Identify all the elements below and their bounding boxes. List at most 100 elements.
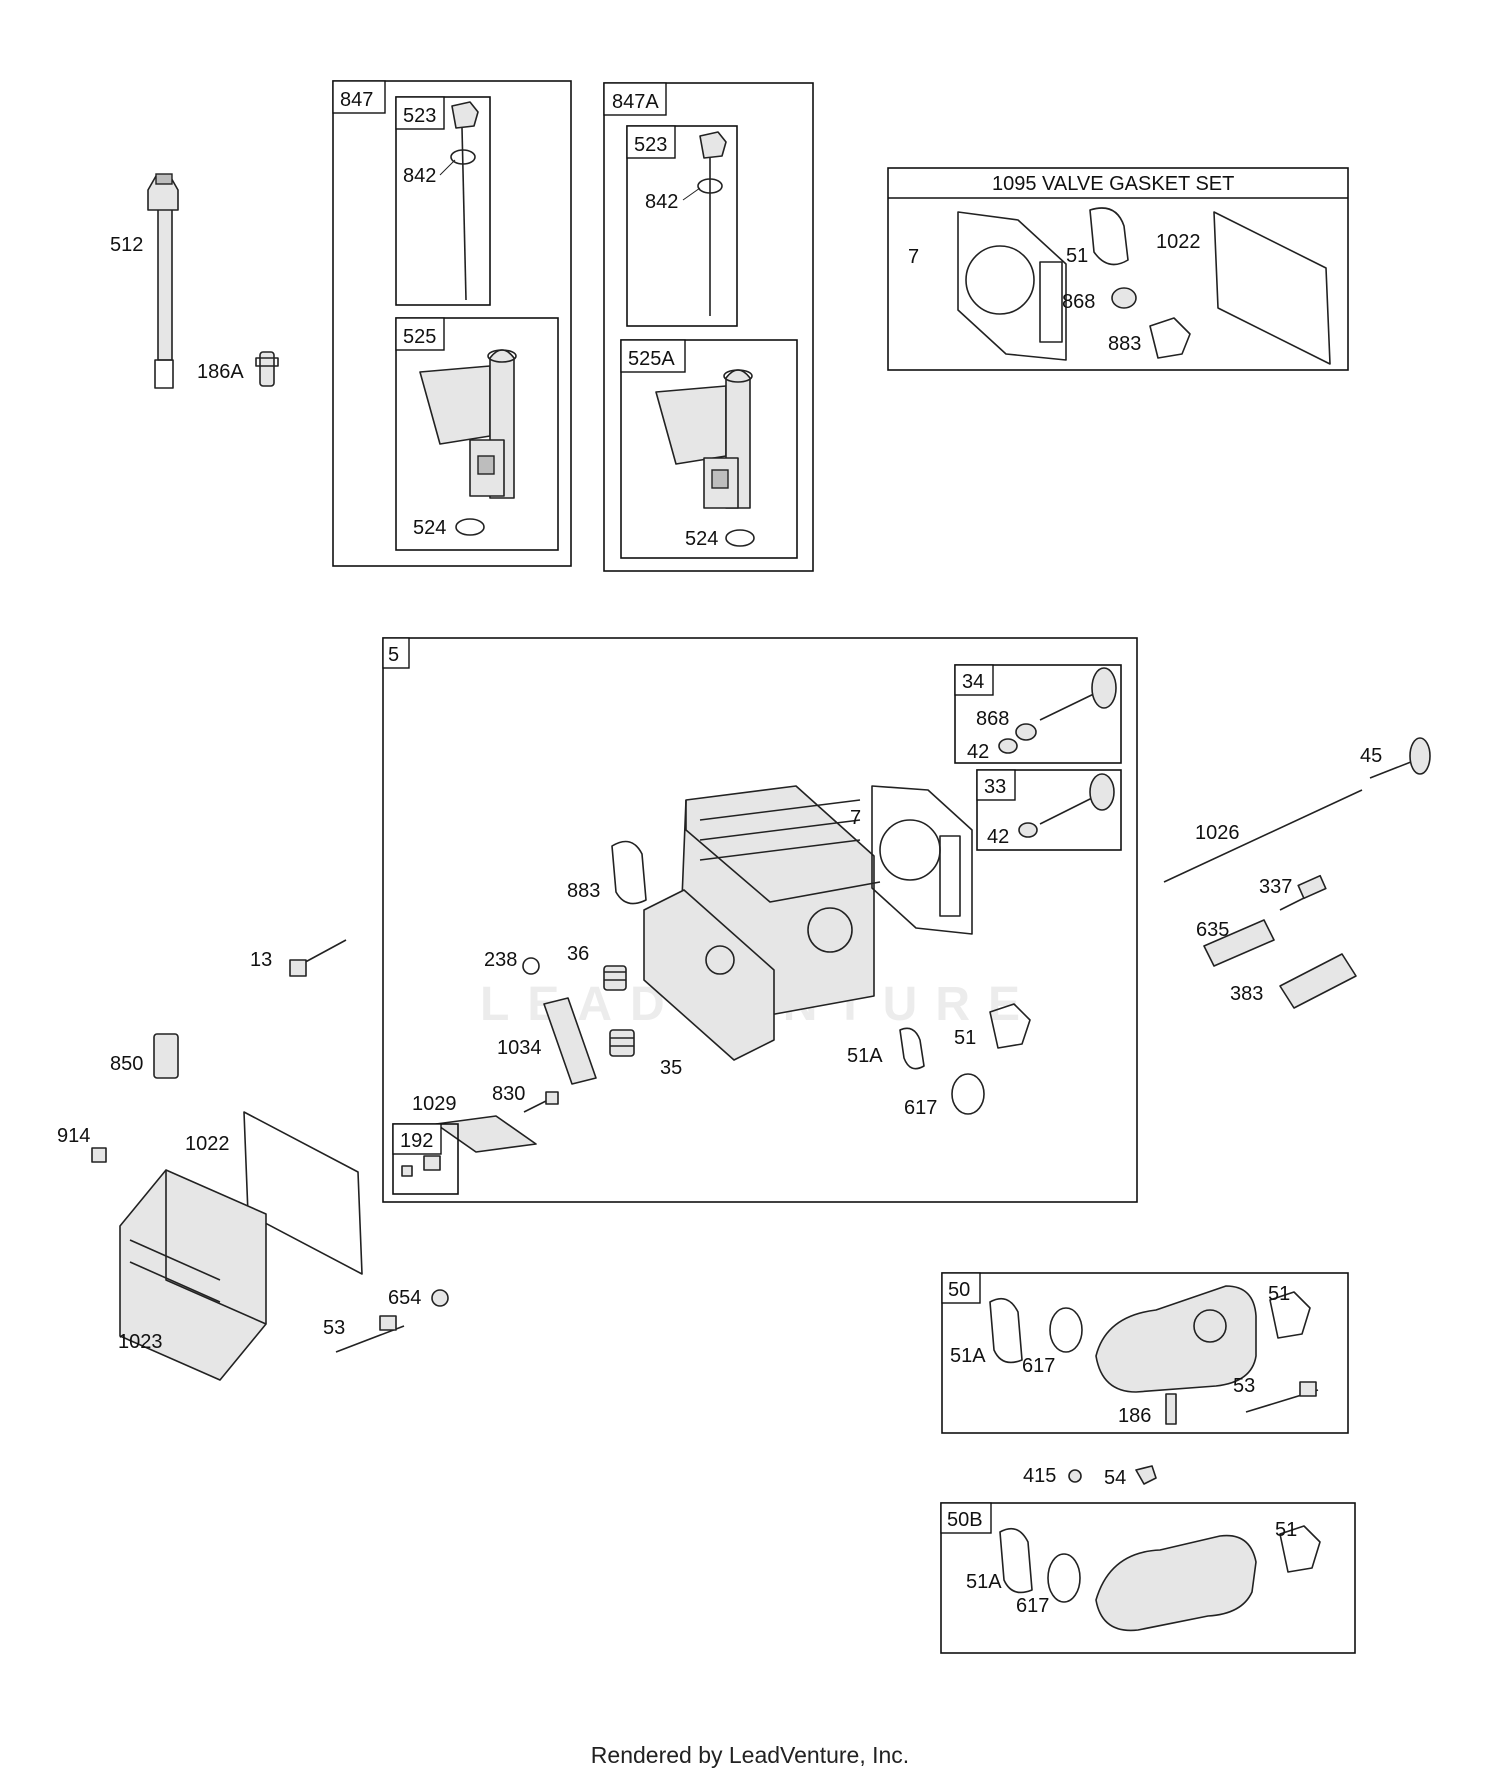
part-383-housing [1279,953,1357,1009]
label-e617: 617 [1022,1355,1055,1377]
part-50-186-fitting [1165,1393,1177,1425]
part-337-spark-plug [1279,874,1327,911]
label-p13: 13 [250,949,272,971]
part-5-1034-rocker-plate [543,997,597,1085]
label-h7: 7 [850,807,861,829]
label-842a: 842 [403,165,436,187]
label-p635: 635 [1196,919,1229,941]
part-50B-51A-gasket [999,1527,1033,1594]
label-p53: 53 [323,1317,345,1339]
label-p1022: 1022 [185,1133,230,1155]
label-h36: 36 [567,943,589,965]
box-33 [976,769,1122,851]
label-p654: 654 [388,1287,421,1309]
box-50 [941,1272,1349,1434]
part-50B-intake-manifold [1095,1534,1257,1632]
part-45-valve [1369,737,1431,779]
part-5-36-spring [603,965,627,991]
part-5-35-spring [609,1029,635,1057]
label-h868: 868 [976,708,1009,730]
label-h51: 51 [954,1027,976,1049]
part-5-51-gasket [989,1003,1031,1049]
footer-credit: Rendered by LeadVenture, Inc. [590,1742,910,1768]
part-1095-883-gasket [1149,317,1191,359]
label-f617: 617 [1016,1595,1049,1617]
part-523-dipstick [450,101,479,301]
label-e51: 51 [1268,1283,1290,1305]
part-50-53-stud [1245,1381,1319,1413]
part-5-1029-guide [435,1115,537,1153]
label-f51: 51 [1275,1519,1297,1541]
box-523a-label: 523 [403,105,436,127]
part-33-intake-valve [1018,773,1115,838]
label-h42a: 42 [967,741,989,763]
part-415-screw [1068,1469,1082,1483]
box-50B [940,1502,1356,1654]
label-p850: 850 [110,1053,143,1075]
label-h1029: 1029 [412,1093,457,1115]
label-h617: 617 [904,1097,937,1119]
part-53-stud [335,1315,405,1353]
label-vg868: 868 [1062,291,1095,313]
box-525-label: 525 [403,326,436,348]
box-523b [626,125,738,327]
box-523b-label: 523 [634,134,667,156]
box-34 [954,664,1122,764]
part-512-tube [147,173,179,389]
label-h883: 883 [567,880,600,902]
label-p1026: 1026 [1195,822,1240,844]
box-34-label: 34 [962,671,984,693]
part-850-sealant-tube [153,1033,179,1079]
box-847 [332,80,572,567]
part-192-screw [401,1155,441,1177]
label-h1034: 1034 [497,1037,542,1059]
label-p914: 914 [57,1125,90,1147]
part-1023-valve-cover [119,1169,267,1381]
label-186A: 186A [197,361,244,383]
part-50B-51-gasket [1279,1525,1321,1573]
part-50-51-gasket [1269,1291,1311,1339]
label-524b: 524 [685,528,718,550]
box-847A-label: 847A [612,91,659,113]
box-1095-label: 1095 VALVE GASKET SET [992,173,1234,195]
label-vg1022: 1022 [1156,231,1201,253]
part-34-exhaust-valve [998,667,1117,754]
label-512: 512 [110,234,143,256]
box-525A [620,339,798,559]
part-50-51A-gasket [989,1297,1023,1364]
part-186A-grommet [255,351,279,387]
label-p415: 415 [1023,1465,1056,1487]
part-525A-oil-fill-tube [655,369,753,509]
box-525 [395,317,559,551]
label-e186: 186 [1118,1405,1151,1427]
part-5-617-oring [951,1073,985,1115]
part-654-nut [431,1289,449,1307]
part-635-sleeve [1203,919,1275,967]
label-h51A: 51A [847,1045,883,1067]
part-5-cylinder-head [643,785,881,1061]
label-h35: 35 [660,1057,682,1079]
part-50-intake-manifold [1095,1285,1257,1393]
box-847A [603,82,814,572]
part-13-bolt [289,939,347,977]
label-p1023: 1023 [118,1331,163,1353]
box-192-label: 192 [400,1130,433,1152]
label-524a: 524 [413,517,446,539]
label-vg883: 883 [1108,333,1141,355]
label-p45: 45 [1360,745,1382,767]
label-p383: 383 [1230,983,1263,1005]
part-524a-oring [455,518,485,536]
label-vg51: 51 [1066,245,1088,267]
label-p337: 337 [1259,876,1292,898]
part-1095-868-seal [1111,287,1137,309]
label-842b: 842 [645,191,678,213]
part-1026-push-rod [1163,789,1363,883]
part-5-51A-gasket [899,1027,925,1070]
part-5-238-plug [522,957,540,975]
part-1022-cover-gasket [243,1111,363,1275]
box-33-label: 33 [984,776,1006,798]
part-50-617-oring [1049,1307,1083,1353]
part-914-screw [91,1147,107,1163]
part-1095-1022-cover-gasket [1213,211,1331,365]
